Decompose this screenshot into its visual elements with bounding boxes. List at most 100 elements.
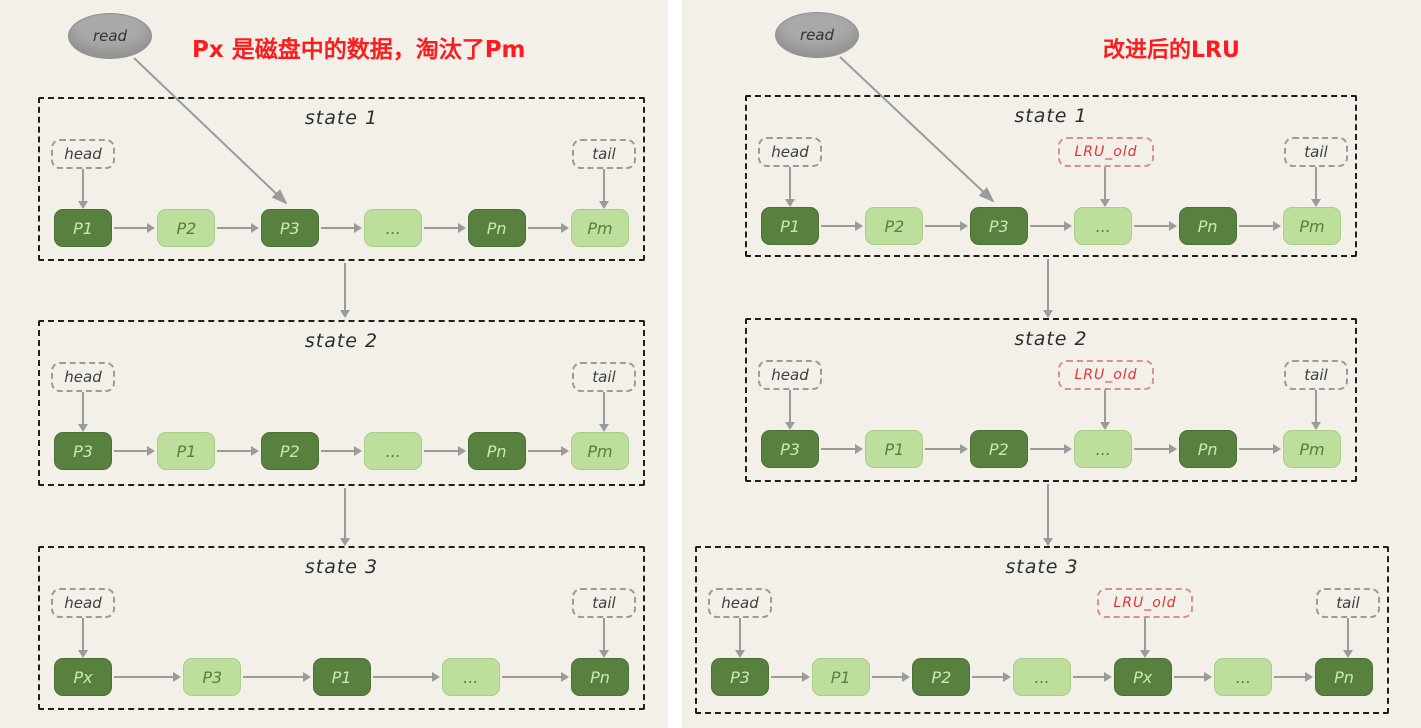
- list-node: P3: [969, 207, 1028, 245]
- list-node: P2: [865, 207, 924, 245]
- list-node: ...: [1214, 658, 1273, 696]
- read-bubble-right: read: [775, 12, 859, 58]
- arrow-right-icon: [1073, 672, 1112, 682]
- list-node: ...: [441, 658, 500, 696]
- node-row: P3 P1 P2 ... Pn Pm: [761, 430, 1342, 468]
- arrow-right-icon: [925, 444, 969, 454]
- list-node: Pn: [467, 209, 526, 247]
- list-node: P3: [183, 658, 242, 696]
- lru-old-pointer: LRU_old: [1058, 137, 1154, 167]
- state-label: state 1: [304, 107, 379, 129]
- list-node: Pn: [571, 658, 629, 696]
- list-node: P1: [865, 430, 924, 468]
- left-panel-title: Px 是磁盘中的数据，淘汰了Pm: [192, 37, 526, 63]
- lru-old-arrow-down-icon: [1140, 618, 1150, 658]
- node-row: P1 P2 P3 ... Pn Pm: [761, 207, 1342, 245]
- arrow-right-icon: [114, 672, 182, 682]
- arrow-right-icon: [217, 223, 260, 233]
- head-arrow-down-icon: [735, 618, 745, 658]
- list-node: Pn: [1315, 658, 1374, 696]
- arrow-right-icon: [527, 223, 570, 233]
- arrow-right-icon: [925, 221, 969, 231]
- list-node: P3: [761, 430, 819, 468]
- list-node: P2: [969, 430, 1028, 468]
- read-bubble-left: read: [68, 13, 152, 59]
- arrow-right-icon: [1029, 444, 1073, 454]
- head-pointer: head: [51, 139, 115, 169]
- tail-arrow-down-icon: [599, 618, 609, 658]
- list-node: P2: [157, 209, 216, 247]
- arrow-right-icon: [243, 672, 311, 682]
- tail-arrow-down-icon: [1343, 618, 1353, 658]
- list-node: ...: [1013, 658, 1072, 696]
- tail-pointer: tail: [572, 362, 636, 392]
- node-row: P3 P1 P2 ... Pn Pm: [54, 432, 630, 470]
- list-node: P1: [54, 209, 112, 247]
- arrow-right-icon: [501, 672, 570, 682]
- tail-arrow-down-icon: [1311, 390, 1321, 430]
- tail-arrow-down-icon: [599, 169, 609, 209]
- head-arrow-down-icon: [785, 167, 795, 207]
- arrow-right-icon: [217, 446, 260, 456]
- state1-to-state2-arrow-right: [1043, 259, 1053, 318]
- tail-pointer: tail: [572, 588, 636, 618]
- read-label: read: [92, 27, 128, 45]
- list-node: Pn: [1178, 430, 1237, 468]
- lru-old-pointer: LRU_old: [1097, 588, 1193, 618]
- arrow-right-icon: [424, 446, 467, 456]
- state2-to-state3-arrow-right: [1043, 484, 1053, 546]
- state-box-right-3: state 3 head LRU_old tail P3 P1 P2 ... P…: [695, 546, 1389, 714]
- list-node: Pm: [1283, 430, 1342, 468]
- list-node: Px: [54, 658, 112, 696]
- arrow-right-icon: [320, 446, 363, 456]
- head-pointer: head: [51, 362, 115, 392]
- list-node: Pn: [467, 432, 526, 470]
- arrow-right-icon: [1274, 672, 1313, 682]
- lru-old-arrow-down-icon: [1100, 167, 1110, 207]
- list-node: P1: [761, 207, 819, 245]
- tail-pointer: tail: [1316, 588, 1380, 618]
- head-arrow-down-icon: [78, 169, 88, 209]
- arrow-right-icon: [821, 444, 864, 454]
- list-node: P2: [912, 658, 971, 696]
- list-node: P1: [157, 432, 216, 470]
- arrow-right-icon: [320, 223, 363, 233]
- list-node: Px: [1113, 658, 1172, 696]
- state-box-left-1: state 1 head tail P1 P2 P3 ... Pn Pm: [38, 97, 645, 261]
- arrow-right-icon: [871, 672, 910, 682]
- state2-to-state3-arrow-left: [340, 488, 350, 546]
- head-pointer: head: [758, 137, 822, 167]
- arrow-right-icon: [1173, 672, 1212, 682]
- tail-pointer: tail: [572, 139, 636, 169]
- arrow-right-icon: [1238, 444, 1282, 454]
- list-node: Pn: [1178, 207, 1237, 245]
- list-node: P2: [260, 432, 319, 470]
- arrow-right-icon: [1029, 221, 1073, 231]
- arrow-right-icon: [114, 446, 156, 456]
- list-node: P1: [811, 658, 870, 696]
- head-pointer: head: [758, 360, 822, 390]
- state-box-right-1: state 1 head LRU_old tail P1 P2 P3 ... P…: [745, 95, 1357, 257]
- arrow-right-icon: [1238, 221, 1282, 231]
- state-box-left-3: state 3 head tail Px P3 P1 ... Pn: [38, 546, 645, 710]
- list-node: P1: [312, 658, 371, 696]
- right-panel-title: 改进后的LRU: [1103, 38, 1240, 63]
- arrow-right-icon: [771, 672, 810, 682]
- arrow-right-icon: [372, 672, 441, 682]
- lru-old-arrow-down-icon: [1100, 390, 1110, 430]
- tail-arrow-down-icon: [599, 392, 609, 432]
- head-arrow-down-icon: [78, 392, 88, 432]
- node-row: Px P3 P1 ... Pn: [54, 658, 629, 696]
- arrow-right-icon: [424, 223, 467, 233]
- panel-divider: [668, 0, 682, 728]
- list-node: Pm: [571, 209, 630, 247]
- node-row: P3 P1 P2 ... Px ... Pn: [711, 658, 1374, 696]
- state-label: state 2: [304, 330, 379, 352]
- state-box-right-2: state 2 head LRU_old tail P3 P1 P2 ... P…: [745, 318, 1357, 482]
- state-label: state 3: [304, 556, 379, 578]
- tail-pointer: tail: [1284, 137, 1348, 167]
- arrow-right-icon: [114, 223, 156, 233]
- list-node: P3: [711, 658, 769, 696]
- list-node: ...: [1074, 430, 1133, 468]
- arrow-right-icon: [527, 446, 570, 456]
